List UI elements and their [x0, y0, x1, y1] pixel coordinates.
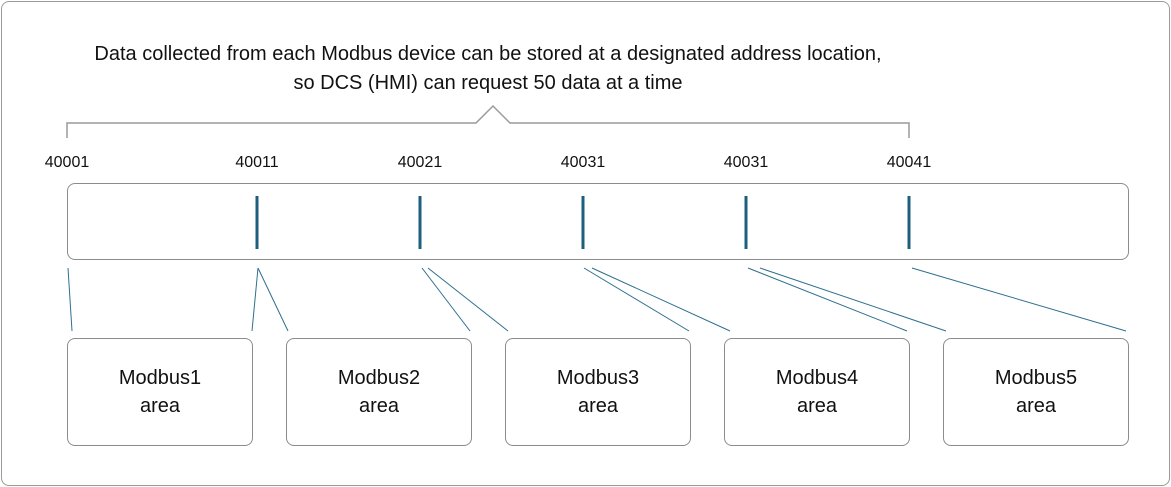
connector-line: [591, 267, 731, 332]
connector-line: [747, 267, 908, 332]
connector-line: [427, 267, 509, 332]
address-label: 40001: [44, 154, 90, 171]
area-name: Modbus2: [337, 367, 421, 389]
modbus5-area-box: Modbus5 area: [943, 338, 1129, 446]
address-label: 40011: [235, 154, 279, 171]
area-name: Modbus4: [775, 367, 859, 389]
connector-lines: [67, 267, 1127, 332]
caption-line-1: Data collected from each Modbus device c…: [94, 43, 882, 65]
connector-line: [257, 267, 289, 332]
connector-line: [759, 267, 947, 332]
area-name: Modbus3: [556, 367, 640, 389]
address-label: 40041: [886, 154, 932, 171]
address-label: 40031: [560, 154, 606, 171]
address-label: 40021: [397, 154, 443, 171]
diagram-caption: Data collected from each Modbus device c…: [0, 40, 976, 98]
connector-line: [911, 267, 1127, 332]
area-label: area: [577, 395, 619, 417]
address-label: 40031: [723, 154, 769, 171]
register-bar: [67, 183, 1129, 260]
modbus2-area-box: Modbus2 area: [286, 338, 472, 446]
area-label: area: [358, 395, 400, 417]
modbus4-area-box: Modbus4 area: [724, 338, 910, 446]
area-name: Modbus5: [994, 367, 1078, 389]
area-label: area: [139, 395, 181, 417]
connector-line: [421, 267, 471, 332]
connector-line: [251, 267, 259, 332]
area-label: area: [1015, 395, 1057, 417]
modbus1-area-box: Modbus1 area: [67, 338, 253, 446]
caption-line-2: so DCS (HMI) can request 50 data at a ti…: [293, 72, 683, 94]
modbus3-area-box: Modbus3 area: [505, 338, 691, 446]
area-name: Modbus1: [118, 367, 202, 389]
connector-line: [67, 267, 73, 332]
address-brace: [66, 104, 910, 138]
connector-line: [583, 267, 690, 332]
area-label: area: [796, 395, 838, 417]
